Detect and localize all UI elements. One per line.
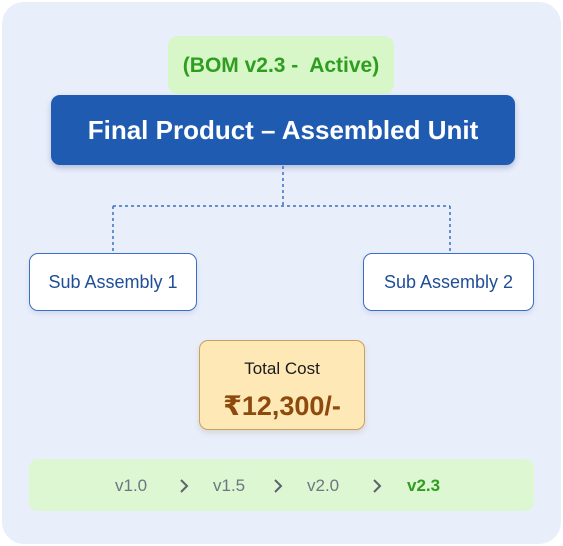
chevron-right-icon: [274, 479, 283, 493]
sub-assembly-1-node[interactable]: Sub Assembly 1: [29, 253, 197, 311]
chevron-right-icon: [373, 479, 382, 493]
bom-status-badge: (BOM v2.3 - Active): [168, 36, 394, 94]
version-history-bar: v1.0 v1.5 v2.0 v2.3: [29, 459, 534, 511]
chevron-right-icon: [180, 479, 189, 493]
total-cost-card: Total Cost ₹12,300/-: [199, 340, 365, 430]
version-item-v1-0[interactable]: v1.0: [115, 476, 148, 495]
sub-assembly-2-label: Sub Assembly 2: [383, 271, 514, 292]
sub-assembly-1-label: Sub Assembly 1: [48, 271, 178, 292]
version-item-v2-0[interactable]: v2.0: [307, 476, 340, 495]
total-cost-label: Total Cost: [244, 359, 320, 378]
version-item-v1-5[interactable]: v1.5: [213, 476, 246, 495]
sub-assembly-2-node[interactable]: Sub Assembly 2: [363, 253, 534, 311]
final-product-node[interactable]: Final Product – Assembled Unit: [51, 95, 515, 165]
final-product-label: Final Product – Assembled Unit: [87, 114, 479, 145]
version-item-v2-3-current[interactable]: v2.3: [407, 476, 441, 495]
total-cost-value: ₹12,300/-: [223, 391, 341, 421]
